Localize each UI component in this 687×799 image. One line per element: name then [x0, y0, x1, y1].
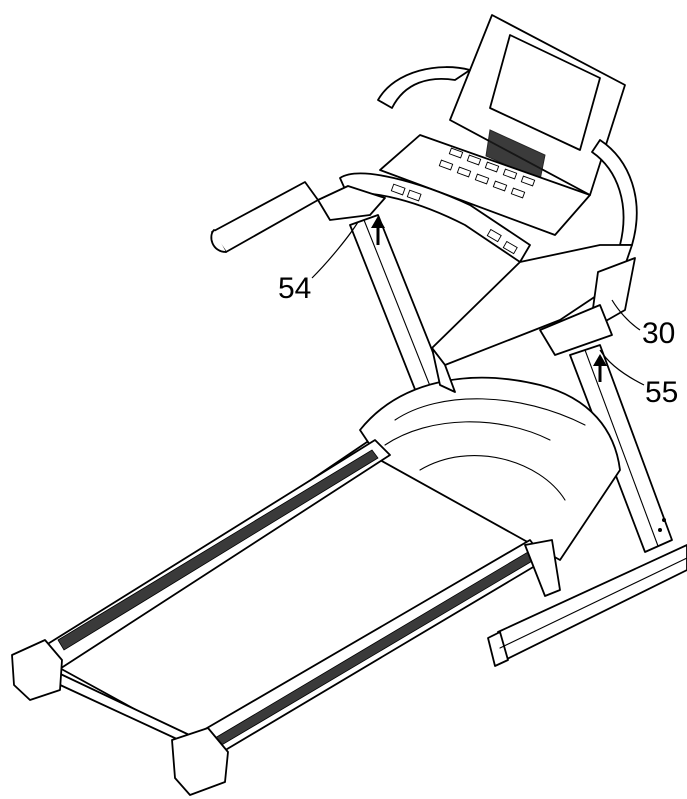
handlebar	[210, 172, 636, 393]
right-upright-post	[569, 344, 673, 553]
callout-label-54: 54	[278, 272, 311, 305]
callout-label-55: 55	[645, 376, 678, 409]
callout-54: 54	[278, 221, 359, 305]
arrow-54	[371, 216, 385, 245]
base-frame-rail	[487, 544, 687, 667]
callout-label-30: 30	[642, 317, 675, 350]
callout-55: 55	[599, 349, 678, 409]
console	[377, 14, 638, 246]
callout-30: 30	[611, 299, 675, 350]
left-upright-post	[349, 214, 449, 403]
arrow-55	[593, 354, 607, 382]
treadmill-deck	[11, 376, 621, 796]
